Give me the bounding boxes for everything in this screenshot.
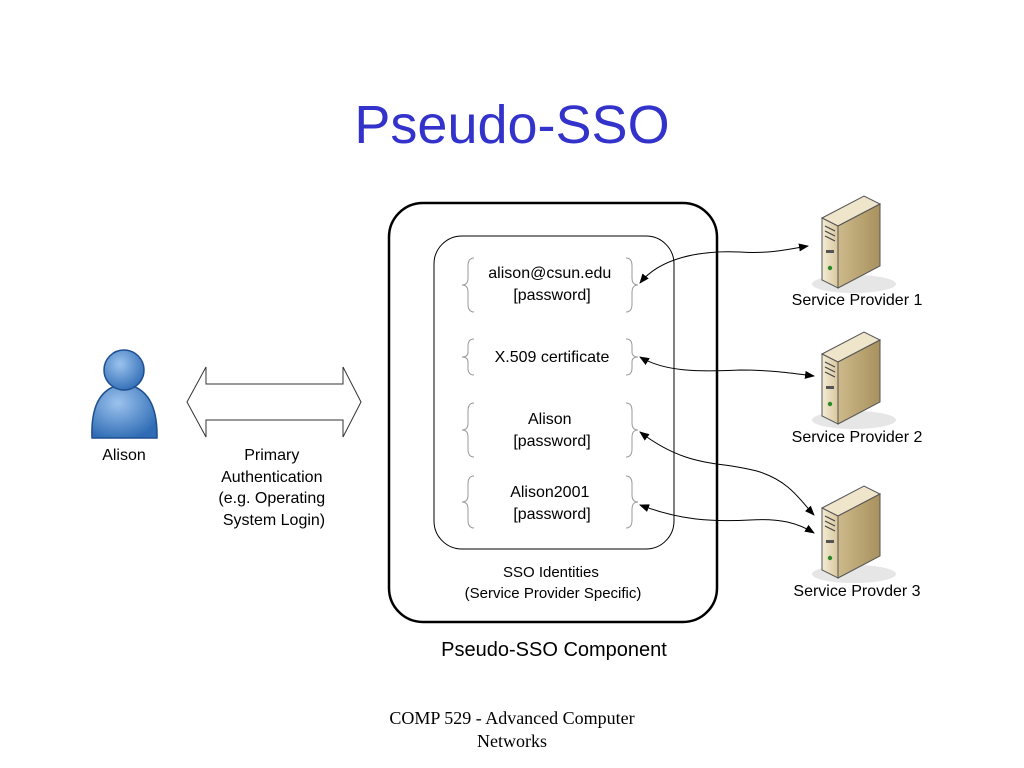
user-label: Alison: [102, 447, 146, 464]
server-1-label: Service Provider 1: [792, 292, 923, 309]
component-box: [387, 201, 719, 624]
component-label: Pseudo-SSO Component: [441, 639, 667, 661]
identity-braces: [461, 257, 639, 529]
footer-line-1: COMP 529 - Advanced Computer: [389, 708, 635, 728]
footer-line-2: Networks: [477, 731, 547, 751]
identity-3: Alison [password]: [513, 411, 590, 450]
person-icon: [91, 349, 158, 439]
slide-title: Pseudo-SSO: [354, 95, 670, 155]
identity-1: alison@csun.edu [password]: [488, 265, 615, 304]
double-arrow-icon: [186, 366, 362, 438]
server-2-label: Service Provider 2: [792, 429, 923, 446]
server-icon: [811, 331, 897, 430]
identity-4: Alison2001 [password]: [510, 484, 594, 523]
server-3-label: Service Provder 3: [793, 583, 920, 600]
identity-2: X.509 certificate: [495, 349, 610, 366]
server-icon: [811, 195, 897, 294]
identities-box: [433, 235, 675, 550]
server-icon: [811, 485, 897, 584]
primary-auth-label: Primary Authentication (e.g. Operating S…: [218, 447, 329, 529]
connector-lines: [639, 243, 815, 534]
slide-footer: COMP 529 - Advanced Computer Networks: [352, 707, 672, 753]
identities-box-label: SSO Identities (Service Provider Specifi…: [465, 564, 642, 602]
